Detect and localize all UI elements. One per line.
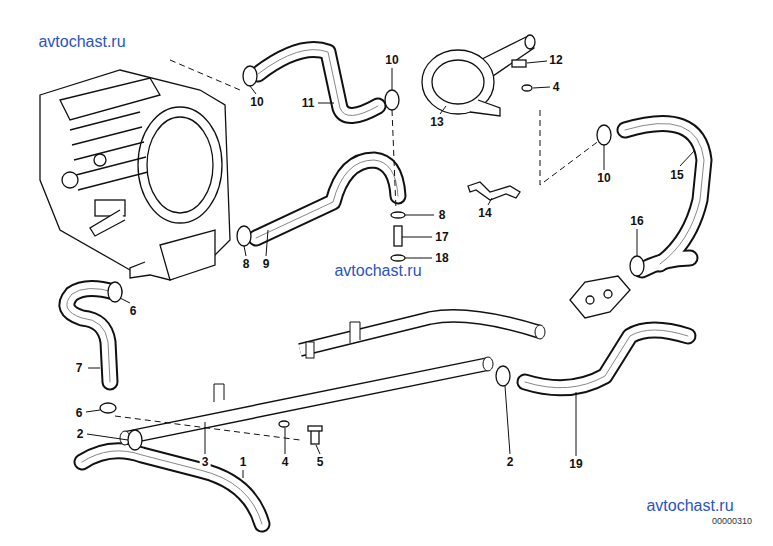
callout-number: 18 (433, 251, 450, 265)
callout-number: 8 (437, 208, 448, 222)
callout-number: 6 (74, 406, 85, 420)
callout-number: 5 (315, 455, 326, 469)
idle-valve (422, 35, 535, 116)
drawing-number: 00000310 (710, 516, 754, 527)
watermark: avtochast.ru (646, 498, 733, 514)
bracket (468, 182, 520, 200)
sensor (570, 276, 630, 318)
callout-number: 2 (75, 427, 86, 441)
callout-number: 4 (280, 455, 291, 469)
hose-clamps (100, 66, 644, 450)
callout-number: 19 (567, 457, 584, 471)
fittings (279, 212, 405, 444)
callout-number: 8 (241, 257, 252, 271)
hoses (67, 50, 704, 524)
watermark: avtochast.ru (334, 263, 421, 279)
callout-number: 3 (200, 455, 211, 469)
watermark: avtochast.ru (38, 34, 125, 50)
callout-number: 13 (428, 115, 445, 129)
callout-number: 10 (383, 53, 400, 67)
dashed-guides (115, 60, 600, 440)
callout-number: 9 (261, 257, 272, 271)
callout-number: 16 (628, 214, 645, 228)
callout-number: 6 (128, 304, 139, 318)
callout-number: 2 (505, 455, 516, 469)
callout-number: 12 (547, 53, 564, 67)
leader-lines (86, 61, 695, 478)
callout-number: 10 (595, 171, 612, 185)
throttle-body (40, 70, 230, 280)
callout-number: 10 (248, 95, 265, 109)
callout-number: 11 (300, 96, 317, 110)
callout-number: 17 (433, 230, 450, 244)
callout-number: 14 (476, 206, 493, 220)
callout-number: 15 (668, 168, 685, 182)
callout-number: 7 (74, 361, 85, 375)
coolant-pipe (120, 316, 545, 445)
callout-number: 1 (238, 455, 249, 469)
callout-number: 4 (551, 80, 562, 94)
